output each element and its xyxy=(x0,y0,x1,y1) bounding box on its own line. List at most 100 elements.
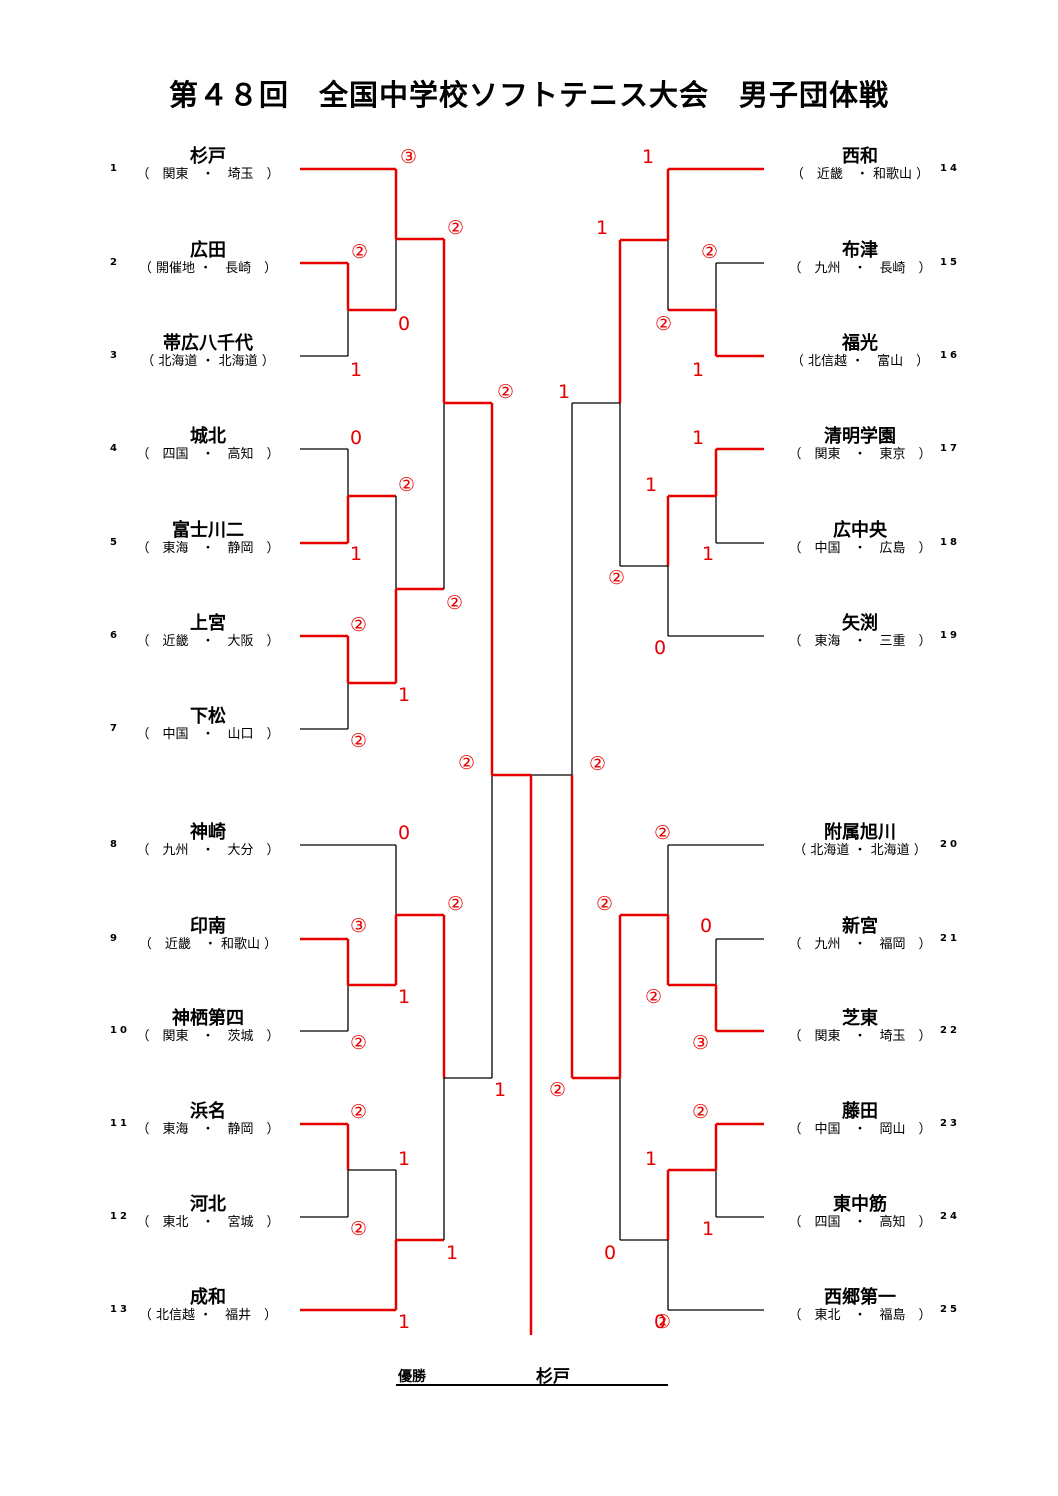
seed-number: 16 xyxy=(940,350,960,361)
match-score: 0 xyxy=(700,915,713,937)
team-name: 附属旭川 xyxy=(824,822,896,843)
team-region: （ 東北 ・ 宮城 ） xyxy=(136,1215,280,1230)
page-title: 第４８回 全国中学校ソフトテニス大会 男子団体戦 xyxy=(168,78,889,112)
team-entry: 城北（ 四国 ・ 高知 ） xyxy=(133,427,283,463)
team-region: （ 東北 ・ 福島 ） xyxy=(788,1308,932,1323)
seed-number: 17 xyxy=(940,443,960,454)
match-score: ② xyxy=(549,1079,567,1101)
match-score: ② xyxy=(596,893,614,915)
team-entry: 西郷第一（ 東北 ・ 福島 ） xyxy=(785,1288,935,1324)
champion-label: 優勝 xyxy=(398,1369,426,1385)
match-score: ② xyxy=(655,313,673,335)
team-entry: 河北（ 東北 ・ 宮城 ） xyxy=(133,1195,283,1231)
match-score: ③ xyxy=(400,146,418,168)
team-name: 新宮 xyxy=(842,916,878,937)
match-score: 1 xyxy=(692,427,705,449)
team-entry: 神栖第四（ 関東 ・ 茨城 ） xyxy=(133,1009,283,1045)
seed-number: 2 xyxy=(110,257,120,268)
match-score: 1 xyxy=(645,474,658,496)
seed-number: 12 xyxy=(110,1211,130,1222)
match-score: ② xyxy=(589,753,607,775)
match-score: 1 xyxy=(446,1242,459,1264)
seed-number: 18 xyxy=(940,537,960,548)
team-entry: 下松（ 中国 ・ 山口 ） xyxy=(133,707,283,743)
match-score: ② xyxy=(458,752,476,774)
match-score: ② xyxy=(351,241,369,263)
match-score: 0 xyxy=(654,1311,667,1333)
team-region: （ 中国 ・ 広島 ） xyxy=(788,541,932,556)
match-score: 1 xyxy=(558,381,571,403)
team-name: 芝東 xyxy=(842,1008,878,1029)
team-entry: 布津（ 九州 ・ 長崎 ） xyxy=(785,241,935,277)
match-score: ② xyxy=(350,614,368,636)
match-score: 1 xyxy=(398,986,411,1008)
team-name: 城北 xyxy=(190,426,226,447)
team-name: 上宮 xyxy=(190,613,226,634)
match-score: 1 xyxy=(702,1218,715,1240)
team-region: （ 関東 ・ 東京 ） xyxy=(788,447,932,462)
seed-number: 19 xyxy=(940,630,960,641)
team-entry: 帯広八千代（ 北海道 ・ 北海道 ） xyxy=(133,334,283,370)
team-region: （ 北海道 ・ 北海道 ） xyxy=(793,843,927,858)
team-region: （ 北信越 ・ 福井 ） xyxy=(138,1308,278,1323)
seed-number: 13 xyxy=(110,1304,130,1315)
seed-number: 1 xyxy=(110,163,120,174)
champion-name: 杉戸 xyxy=(536,1367,570,1387)
seed-number: 6 xyxy=(110,630,120,641)
team-entry: 西和（ 近畿 ・ 和歌山 ） xyxy=(785,147,935,183)
team-entry: 新宮（ 九州 ・ 福岡 ） xyxy=(785,917,935,953)
team-entry: 福光（ 北信越 ・ 富山 ） xyxy=(785,334,935,370)
team-name: 下松 xyxy=(190,706,226,727)
team-name: 広田 xyxy=(190,240,226,261)
match-score: ② xyxy=(447,893,465,915)
team-entry: 広中央（ 中国 ・ 広島 ） xyxy=(785,521,935,557)
team-region: （ 九州 ・ 長崎 ） xyxy=(788,261,932,276)
team-region: （ 四国 ・ 高知 ） xyxy=(788,1215,932,1230)
team-entry: 杉戸（ 関東 ・ 埼玉 ） xyxy=(133,147,283,183)
match-score: ③ xyxy=(692,1032,710,1054)
team-name: 広中央 xyxy=(833,520,887,541)
team-region: （ 中国 ・ 山口 ） xyxy=(136,727,280,742)
team-name: 神崎 xyxy=(190,822,226,843)
team-entry: 附属旭川（ 北海道 ・ 北海道 ） xyxy=(785,823,935,859)
team-region: （ 東海 ・ 静岡 ） xyxy=(136,1122,280,1137)
team-name: 杉戸 xyxy=(190,146,226,167)
match-score: ② xyxy=(446,592,464,614)
team-entry: 富士川二（ 東海 ・ 静岡 ） xyxy=(133,521,283,557)
match-score: ② xyxy=(692,1101,710,1123)
match-score: ② xyxy=(350,730,368,752)
match-score: 1 xyxy=(398,1148,411,1170)
match-score: 1 xyxy=(692,359,705,381)
team-region: （ 関東 ・ 埼玉 ） xyxy=(788,1029,932,1044)
match-score: ② xyxy=(398,474,416,496)
team-region: （ 九州 ・ 福岡 ） xyxy=(788,937,932,952)
team-name: 福光 xyxy=(842,333,878,354)
match-score: ③ xyxy=(350,915,368,937)
match-score: 1 xyxy=(645,1148,658,1170)
team-name: 東中筋 xyxy=(833,1194,887,1215)
team-entry: 浜名（ 東海 ・ 静岡 ） xyxy=(133,1102,283,1138)
seed-number: 25 xyxy=(940,1304,960,1315)
team-name: 藤田 xyxy=(842,1101,878,1122)
team-region: （ 中国 ・ 岡山 ） xyxy=(788,1122,932,1137)
team-name: 西和 xyxy=(842,146,878,167)
match-score: 0 xyxy=(654,637,667,659)
team-name: 成和 xyxy=(190,1287,226,1308)
seed-number: 20 xyxy=(940,839,960,850)
match-score: 0 xyxy=(398,313,411,335)
team-name: 帯広八千代 xyxy=(163,333,253,354)
match-score: 0 xyxy=(350,427,363,449)
team-entry: 成和（ 北信越 ・ 福井 ） xyxy=(133,1288,283,1324)
team-name: 矢渕 xyxy=(842,613,878,634)
team-region: （ 北海道 ・ 北海道 ） xyxy=(141,354,275,369)
seed-number: 8 xyxy=(110,839,120,850)
seed-number: 10 xyxy=(110,1025,130,1036)
seed-number: 14 xyxy=(940,163,960,174)
seed-number: 9 xyxy=(110,933,120,944)
team-region: （ 九州 ・ 大分 ） xyxy=(136,843,280,858)
team-name: 清明学園 xyxy=(824,426,896,447)
team-region: （ 開催地 ・ 長崎 ） xyxy=(138,261,278,276)
team-entry: 東中筋（ 四国 ・ 高知 ） xyxy=(785,1195,935,1231)
seed-number: 24 xyxy=(940,1211,960,1222)
match-score: 0 xyxy=(604,1242,617,1264)
